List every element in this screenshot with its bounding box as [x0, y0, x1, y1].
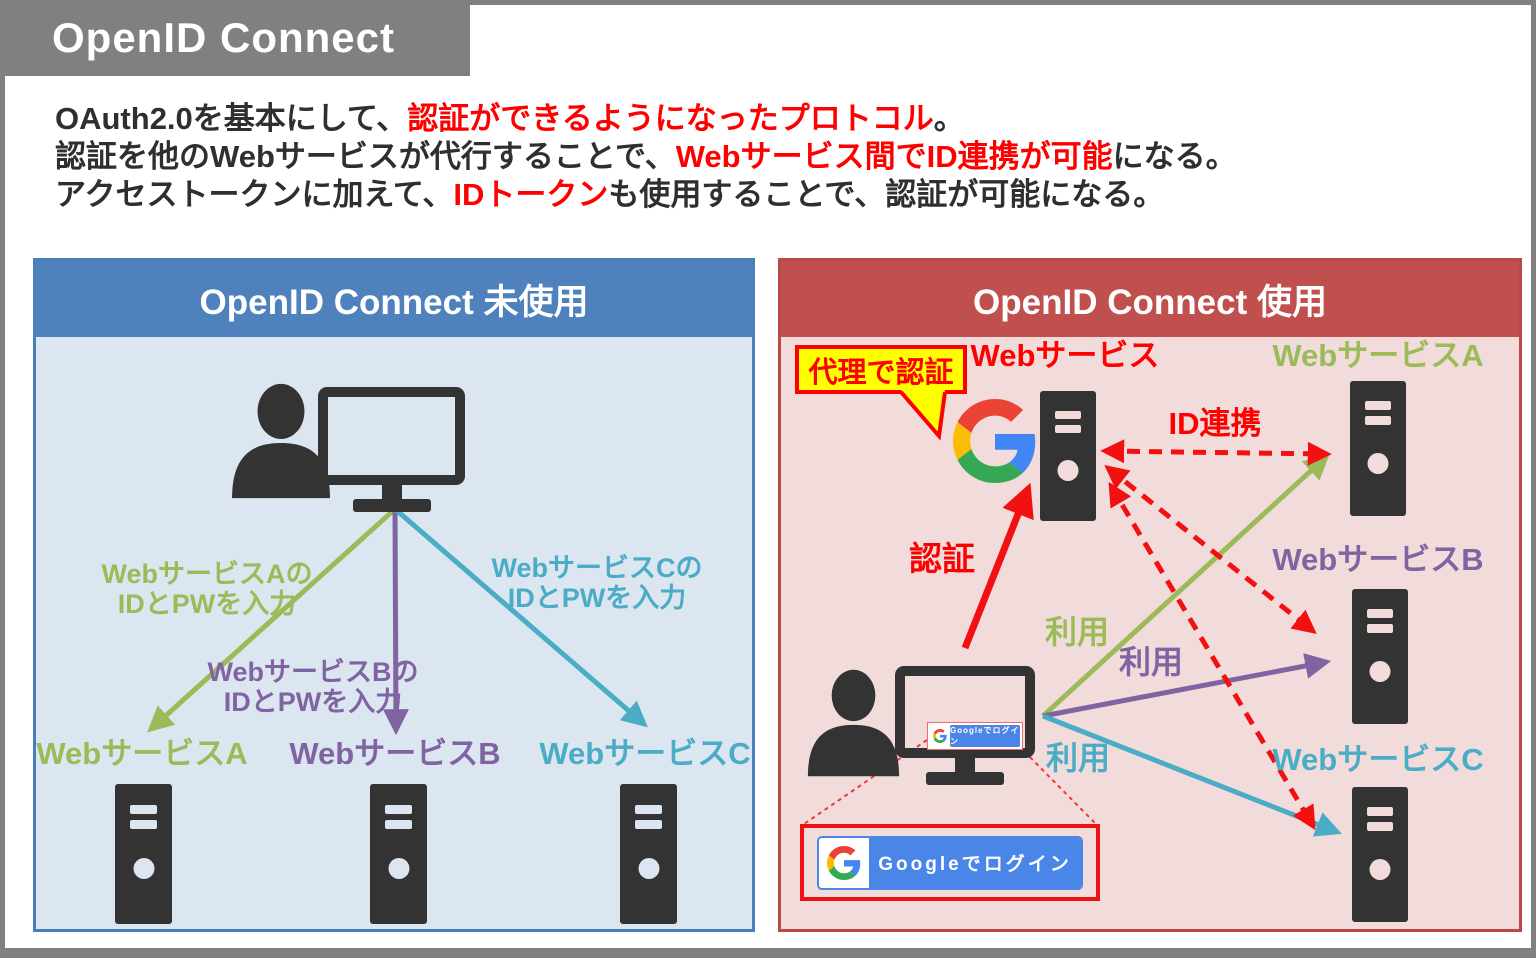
user-icon [806, 659, 901, 787]
panel-no-oidc: OpenID Connect 未使用 [33, 258, 755, 932]
server-icon-b [1352, 589, 1408, 724]
arrow-input-service-b [382, 508, 409, 736]
bubble-tail-icon [899, 390, 947, 441]
intro-text: OAuth2.0を基本にして、認証ができるようになったプロトコル。 認証を他のW… [55, 100, 1237, 214]
mini-google-login-button[interactable]: Googleでログイン [927, 722, 1023, 750]
use-label-b: 利用 [1118, 644, 1183, 680]
server-icon-c [1352, 787, 1408, 922]
proxy-auth-bubble: 代理で認証 [795, 345, 967, 394]
monitor-icon: Googleでログイン [895, 666, 1035, 785]
left-arrows-layer [147, 507, 648, 736]
panel-oidc-title: OpenID Connect 使用 [973, 282, 1327, 322]
google-g-icon [930, 725, 950, 747]
service-c-label: WebサービスC [1272, 742, 1484, 777]
service-c-label: WebサービスC [539, 736, 751, 771]
panel-no-oidc-title: OpenID Connect 未使用 [199, 282, 589, 322]
page-title-tab: OpenID Connect [0, 0, 470, 76]
login-button-callout: Googleでログイン [800, 824, 1100, 901]
idp-service-label: Webサービス [970, 338, 1160, 373]
google-g-icon [819, 837, 869, 888]
service-b-label: WebサービスB [289, 736, 501, 771]
service-b-label: WebサービスB [1272, 542, 1484, 577]
server-icon-a [115, 784, 172, 924]
arrow-auth [961, 482, 1034, 650]
google-logo-icon [953, 399, 1037, 483]
panel-oidc: OpenID Connect 使用 [778, 258, 1522, 932]
federation-label: ID連携 [1168, 406, 1262, 441]
idp-server-icon [1040, 391, 1096, 521]
user-icon [230, 383, 332, 499]
service-a-label: WebサービスA [1272, 338, 1484, 373]
use-label-a: 利用 [1044, 614, 1109, 650]
intro-line-1: OAuth2.0を基本にして、認証ができるようになったプロトコル。 [55, 101, 965, 136]
panel-oidc-header: OpenID Connect 使用 [781, 261, 1519, 337]
panel-no-oidc-header: OpenID Connect 未使用 [36, 261, 752, 337]
google-login-button[interactable]: Googleでログイン [817, 835, 1083, 890]
server-icon-c [620, 784, 677, 924]
auth-label: 認証 [909, 540, 975, 577]
page-title: OpenID Connect [52, 14, 396, 61]
arrow-input-service-a [147, 507, 397, 733]
service-a-label: WebサービスA [36, 736, 248, 771]
monitor-icon [318, 387, 465, 512]
arrow-input-service-c [393, 507, 648, 728]
input-label-service-b: WebサービスBの IDとPWを入力 [207, 657, 419, 718]
use-label-c: 利用 [1045, 740, 1110, 776]
intro-line-3: アクセストークンに加えて、IDトークンも使用することで、認証が可能になる。 [55, 177, 1165, 213]
intro-line-2: 認証を他のWebサービスが代行することで、Webサービス間でID連携が可能になる… [55, 139, 1237, 175]
arrow-federation-a [1100, 439, 1332, 466]
server-icon-b [370, 784, 427, 924]
input-label-service-c: WebサービスCの IDとPWを入力 [491, 553, 703, 614]
google-login-label: Googleでログイン [869, 837, 1081, 888]
input-label-service-a: WebサービスAの IDとPWを入力 [101, 559, 313, 620]
server-icon-a [1350, 381, 1406, 516]
